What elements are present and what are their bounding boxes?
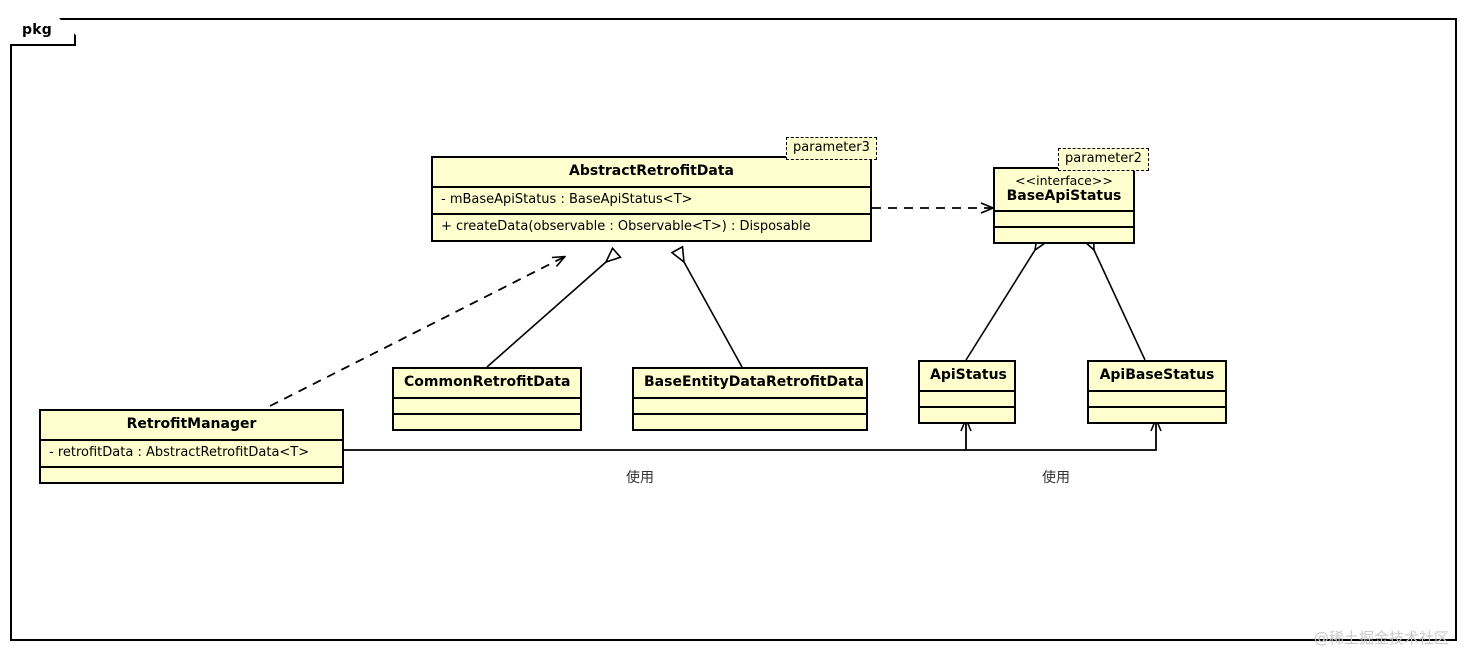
class-method-compartment-empty (920, 405, 1014, 422)
class-attribute-compartment-empty (995, 210, 1133, 226)
class-attribute-compartment-empty (394, 396, 580, 413)
edge-label-usage-left: 使用 (626, 470, 654, 486)
class-title-api-status: ApiStatus (930, 367, 1007, 383)
class-method-compartment-empty (394, 412, 580, 429)
class-stereotype-base-api-status: <<interface>> (1015, 173, 1113, 188)
class-method-compartment-empty (995, 226, 1133, 242)
class-title-common-retrofit-data: CommonRetrofitData (404, 374, 571, 390)
class-attribute-row: - retrofitData : AbstractRetrofitData<T> (41, 438, 342, 466)
edge-label-usage-right: 使用 (1042, 470, 1070, 486)
class-method-compartment-empty (41, 465, 342, 482)
class-title-retrofit-manager: RetrofitManager (126, 416, 257, 432)
note-parameter2-label: parameter2 (1065, 151, 1142, 166)
class-attribute-compartment-empty (920, 389, 1014, 406)
package-frame (10, 18, 1457, 641)
note-parameter2[interactable]: parameter2 (1058, 148, 1149, 172)
class-method-compartment-empty (1089, 405, 1225, 422)
note-parameter3-label: parameter3 (793, 140, 870, 155)
class-attribute-compartment-empty (634, 396, 866, 413)
class-retrofit-manager[interactable]: RetrofitManager - retrofitData : Abstrac… (39, 409, 344, 484)
class-common-retrofit-data[interactable]: CommonRetrofitData (392, 367, 582, 431)
class-api-status[interactable]: ApiStatus (918, 360, 1016, 424)
class-title-base-entity-data-retrofit-data: BaseEntityDataRetrofitData (644, 374, 864, 390)
class-title-api-base-status: ApiBaseStatus (1099, 367, 1215, 383)
watermark: @稀土掘金技术社区 (1313, 629, 1449, 647)
class-attribute-row: - mBaseApiStatus : BaseApiStatus<T> (433, 185, 870, 213)
class-title-abstract-retrofit-data: AbstractRetrofitData (569, 163, 734, 179)
class-base-entity-data-retrofit-data[interactable]: BaseEntityDataRetrofitData (632, 367, 868, 431)
class-abstract-retrofit-data[interactable]: AbstractRetrofitData - mBaseApiStatus : … (431, 156, 872, 243)
class-api-base-status[interactable]: ApiBaseStatus (1087, 360, 1227, 424)
class-attribute-compartment-empty (1089, 389, 1225, 406)
class-title-base-api-status: BaseApiStatus (1006, 187, 1122, 204)
class-base-api-status[interactable]: <<interface>> BaseApiStatus (993, 167, 1135, 245)
package-label: pkg (22, 22, 52, 38)
class-method-row: + createData(observable : Observable<T>)… (433, 212, 870, 240)
class-method-compartment-empty (634, 412, 866, 429)
note-parameter3[interactable]: parameter3 (786, 137, 877, 161)
